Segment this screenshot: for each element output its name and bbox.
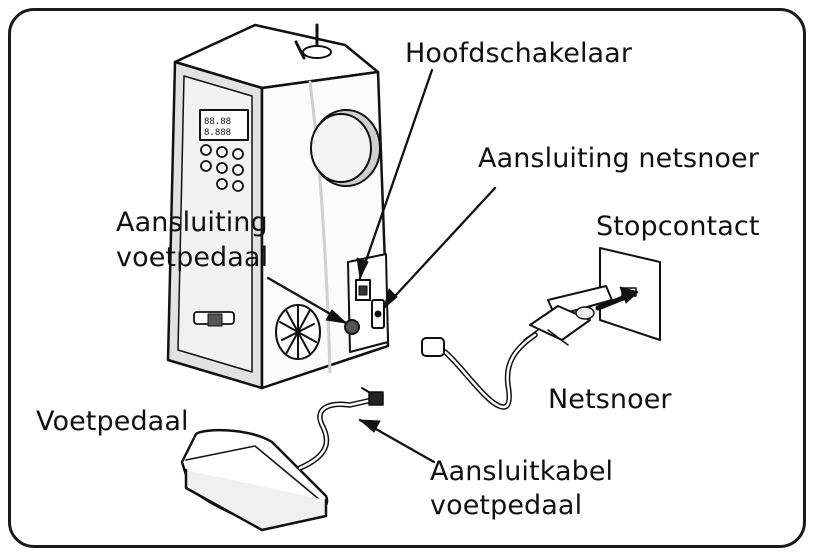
callout-arrows [266, 68, 639, 464]
power-socket-label: Aansluiting netsnoer [478, 143, 759, 174]
vent-grille [275, 304, 321, 360]
power-cord [421, 332, 538, 410]
wall-outlet-label: Stopcontact [596, 211, 760, 242]
pedal-socket-label-line2: voetpedaal [116, 242, 269, 273]
main-switch-label: Hoofdschakelaar [405, 38, 633, 69]
svg-text:88.88: 88.88 [204, 117, 231, 127]
pedal-cable [297, 387, 384, 471]
power-cord-label: Netsnoer [548, 384, 672, 415]
diagram-frame [8, 8, 806, 548]
pedal-cable-label-line2: voetpedaal [430, 490, 583, 521]
svg-text:8.888: 8.888 [204, 128, 231, 138]
foot-pedal-label: Voetpedaal [36, 406, 189, 437]
pedal-socket-label-line1: Aansluiting [116, 207, 268, 238]
pedal-cable-label-line1: Aansluitkabel [430, 456, 614, 487]
foot-pedal [180, 428, 329, 532]
sewing-machine: 88.88 8.888 [166, 23, 390, 390]
